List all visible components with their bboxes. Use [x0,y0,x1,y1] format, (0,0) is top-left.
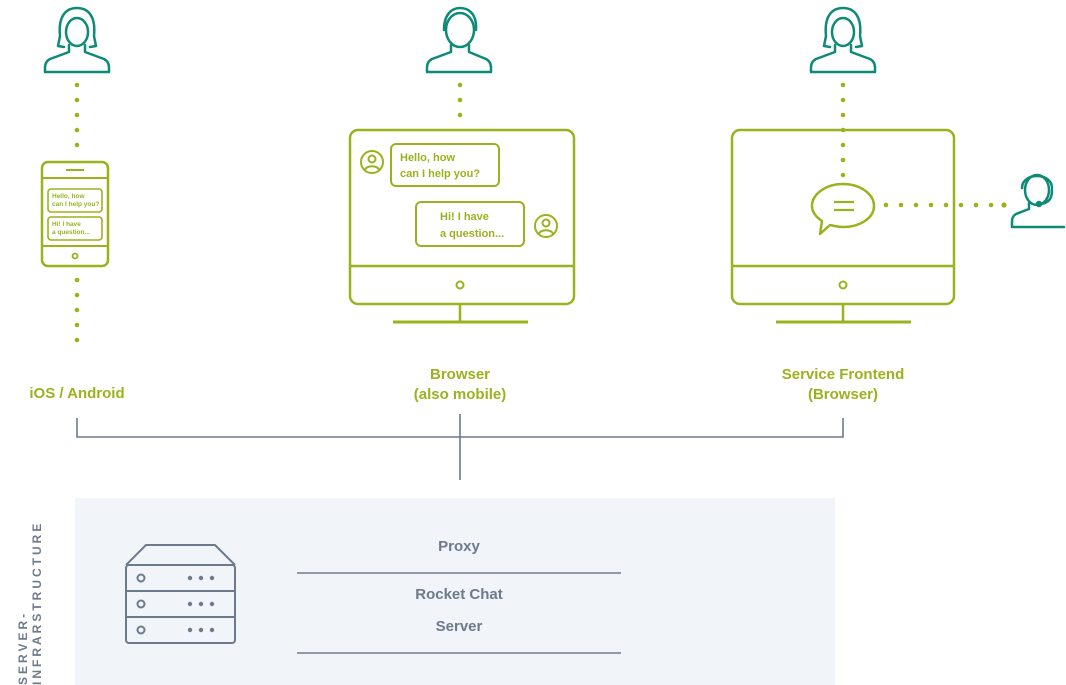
browser-label: Browser (also mobile) [360,365,560,405]
avatar-icon-agent [360,150,384,174]
mobile-label-text: iOS / Android [29,385,125,402]
browser-bubble-user-line2: a question... [440,228,504,240]
mobile-bubble-agent-line1: Hello, how [52,193,85,200]
proxy-label: Proxy [438,538,480,555]
mobile-label: iOS / Android [0,384,154,404]
server-rack-icon [125,544,236,644]
browser-monitor-icon [348,128,576,324]
browser-label-line1: Browser [429,366,491,383]
browser-bubble-user-line1: Hi! I have [440,211,489,223]
service-monitor-icon [730,128,956,324]
rocket-chat-label-line1: Rocket Chat [415,586,503,603]
female-user-icon-right [809,6,877,74]
dotted-connectors [74,82,1007,343]
mobile-bubble-agent-line2: can I help you? [52,201,99,208]
mobile-bubble-user-line1: Hi! I have [52,221,81,228]
mobile-bubble-user-line2: a question... [52,229,90,236]
browser-bubble-agent-line2: can I help you? [400,168,480,180]
connector-tree [76,414,844,480]
browser-bubble-agent-line1: Hello, how [400,152,455,164]
support-agent-icon [1010,173,1066,229]
rocket-chat-label-line2: Server [435,618,483,635]
avatar-icon-user [534,214,558,238]
service-label: Service Frontend (Browser) [733,365,953,405]
service-separators [297,572,621,654]
chat-bubble-icon [810,182,876,236]
service-label-line2: (Browser) [807,386,878,403]
browser-chat: Hello, how can I help you? Hi! I have a … [360,143,558,247]
browser-label-line2: (also mobile) [413,386,507,403]
smartphone-icon: Hello, how can I help you? Hi! I have a … [40,160,110,268]
male-user-icon [425,6,493,74]
female-user-icon-left [43,6,111,74]
service-label-line1: Service Frontend [781,366,905,383]
